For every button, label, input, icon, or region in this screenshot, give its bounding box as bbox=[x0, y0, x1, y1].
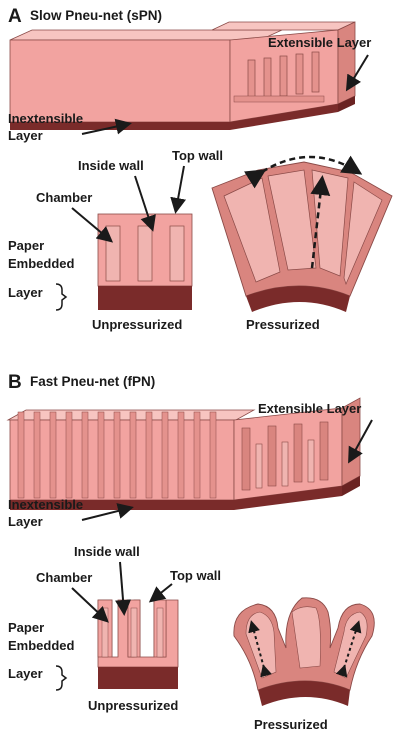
fpn-pressurized bbox=[234, 598, 374, 706]
panel-a-letter: A bbox=[8, 6, 22, 27]
panel-b-paper-label-3: Layer bbox=[8, 666, 43, 681]
panel-a-paper-label-3: Layer bbox=[8, 285, 43, 300]
panel-b-unpressurized-label: Unpressurized bbox=[88, 698, 178, 713]
panel-a-top-wall-label: Top wall bbox=[172, 148, 223, 163]
panel-a-paper-label-2: Embedded bbox=[8, 256, 75, 271]
panel-a-inside-wall-label: Inside wall bbox=[78, 158, 144, 173]
panel-a: A Slow Pneu-net (sPN) bbox=[8, 6, 392, 332]
panel-a-paper-label-1: Paper bbox=[8, 238, 44, 253]
panel-a-title: Slow Pneu-net (sPN) bbox=[30, 8, 162, 23]
panel-a-inextensible-label-1: Inextensible bbox=[8, 111, 83, 126]
panel-b-paper-label-1: Paper bbox=[8, 620, 44, 635]
panel-b-title: Fast Pneu-net (fPN) bbox=[30, 374, 155, 389]
panel-a-paper-bracket bbox=[56, 284, 66, 310]
spn-pressurized bbox=[212, 162, 392, 312]
panel-b-paper-bracket bbox=[56, 666, 66, 690]
panel-b-top-wall-arrow bbox=[152, 584, 172, 600]
panel-b-paper-label-2: Embedded bbox=[8, 638, 75, 653]
panel-a-unpressurized-label: Unpressurized bbox=[92, 317, 182, 332]
panel-a-inextensible-label-2: Layer bbox=[8, 128, 43, 143]
spn-cross-section bbox=[98, 214, 192, 310]
panel-b-inside-wall-label: Inside wall bbox=[74, 544, 140, 559]
panel-b-top-wall-label: Top wall bbox=[170, 568, 221, 583]
panel-a-extensible-label: Extensible Layer bbox=[268, 35, 371, 50]
panel-a-pressurized-label: Pressurized bbox=[246, 317, 320, 332]
panel-a-top-wall-arrow bbox=[176, 166, 184, 210]
fpn-cross-section bbox=[98, 600, 178, 689]
panel-a-chamber-label: Chamber bbox=[36, 190, 92, 205]
panel-b-inextensible-label-1: Inextensible bbox=[8, 497, 83, 512]
panel-b-extensible-label: Extensible Layer bbox=[258, 401, 361, 416]
panel-b: B Fast Pneu-net (fPN) bbox=[8, 372, 374, 732]
panel-b-letter: B bbox=[8, 372, 22, 393]
panel-b-inextensible-label-2: Layer bbox=[8, 514, 43, 529]
panel-b-pressurized-label: Pressurized bbox=[254, 717, 328, 732]
panel-b-chamber-label: Chamber bbox=[36, 570, 92, 585]
